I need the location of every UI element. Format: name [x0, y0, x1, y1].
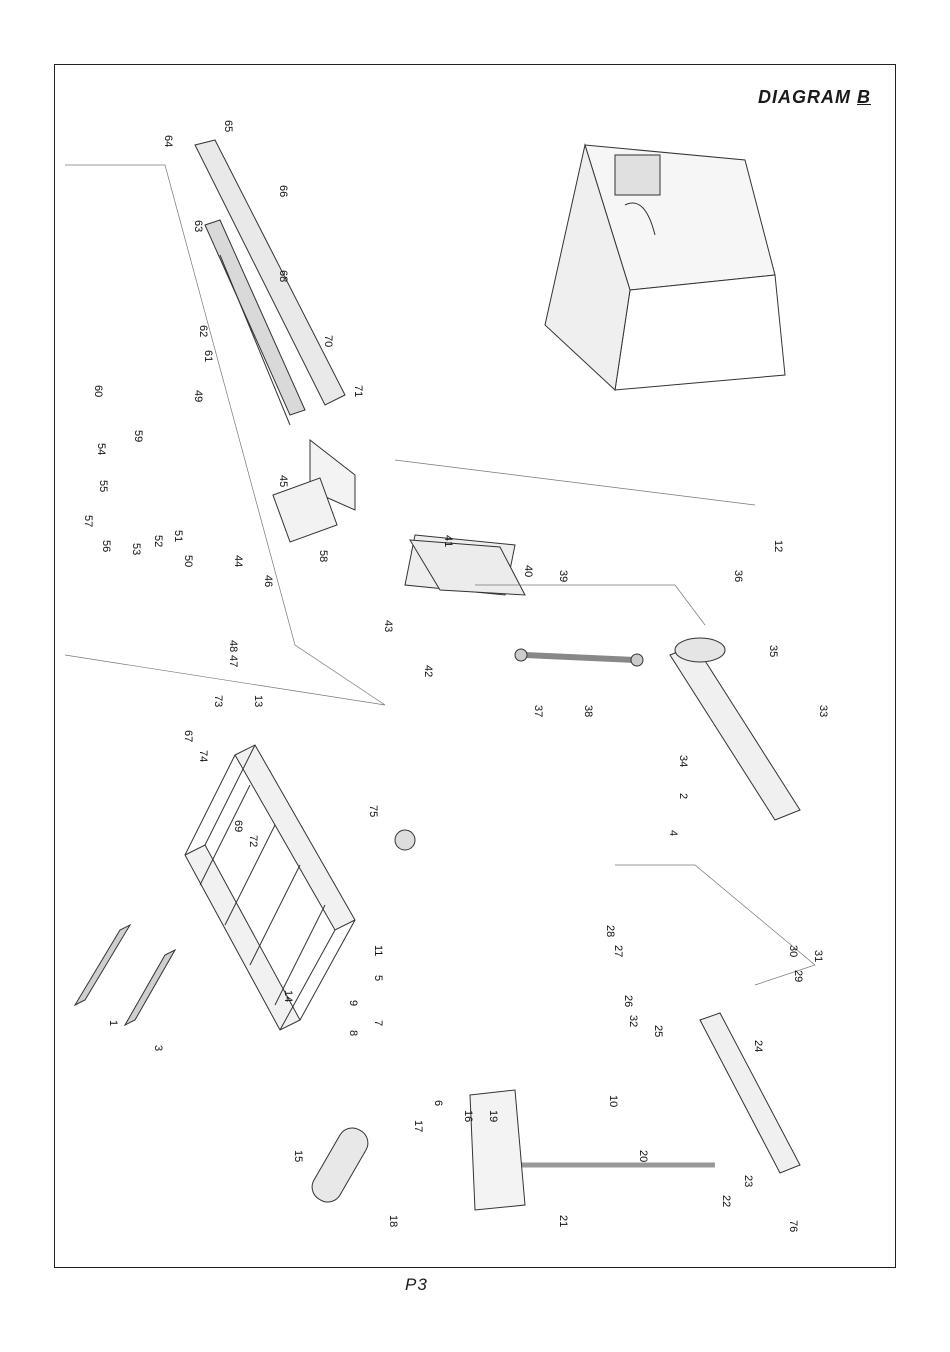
callout-63: 63	[192, 220, 204, 232]
callout-76: 76	[787, 1220, 799, 1232]
callout-56: 56	[100, 540, 112, 552]
fence-rail-assembly	[195, 140, 515, 595]
callout-30: 30	[787, 945, 799, 957]
callout-24: 24	[752, 1040, 764, 1052]
callout-55: 55	[97, 480, 109, 492]
callout-49: 49	[192, 390, 204, 402]
callout-12: 12	[772, 540, 784, 552]
callout-62: 62	[197, 325, 209, 337]
callout-28: 28	[604, 925, 616, 937]
callout-1: 1	[107, 1020, 119, 1026]
callout-70: 70	[322, 335, 334, 347]
callout-11: 11	[372, 945, 384, 956]
roller	[307, 1123, 373, 1207]
callout-42: 42	[422, 665, 434, 677]
callout-29: 29	[792, 970, 804, 982]
callout-65: 65	[222, 120, 234, 132]
callout-7: 7	[372, 1020, 384, 1026]
callout-48: 48	[227, 640, 239, 652]
callout-26: 26	[622, 995, 634, 1007]
callout-34: 34	[677, 755, 689, 767]
callout-5: 5	[372, 975, 384, 981]
callout-35: 35	[767, 645, 779, 657]
callout-22: 22	[720, 1195, 732, 1207]
callout-38: 38	[582, 705, 594, 717]
callout-64: 64	[162, 135, 174, 147]
callout-54: 54	[95, 443, 107, 455]
callout-9: 9	[347, 1000, 359, 1006]
strip-part-3	[125, 950, 175, 1025]
callout-53: 53	[130, 543, 142, 555]
lower-leg	[700, 1013, 800, 1173]
callout-59: 59	[132, 430, 144, 442]
callout-13: 13	[252, 695, 264, 707]
callout-3: 3	[152, 1045, 164, 1051]
callout-67: 67	[182, 730, 194, 742]
callout-37: 37	[532, 705, 544, 717]
callout-36: 36	[732, 570, 744, 582]
callout-60: 60	[92, 385, 104, 397]
callout-45: 45	[277, 475, 289, 487]
callout-71: 71	[352, 385, 364, 397]
callout-57: 57	[82, 515, 94, 527]
callout-6: 6	[432, 1100, 444, 1106]
callout-46: 46	[262, 575, 274, 587]
mounting-plate	[470, 1090, 525, 1210]
callout-75: 75	[367, 805, 379, 817]
shaft	[525, 655, 635, 660]
callout-27: 27	[612, 945, 624, 957]
callout-31: 31	[812, 950, 824, 962]
callout-68: 68	[277, 270, 289, 282]
callout-15: 15	[292, 1150, 304, 1162]
callout-17: 17	[412, 1120, 424, 1132]
callout-51: 51	[172, 530, 184, 542]
callout-4: 4	[667, 830, 679, 836]
callout-69: 69	[232, 820, 244, 832]
callout-18: 18	[387, 1215, 399, 1227]
stand-frame	[185, 745, 415, 1030]
callout-21: 21	[557, 1215, 569, 1227]
callout-50: 50	[182, 555, 194, 567]
callout-40: 40	[522, 565, 534, 577]
callout-33: 33	[817, 705, 829, 717]
page-number: P3	[405, 1275, 428, 1295]
callout-44: 44	[232, 555, 244, 567]
callout-41: 41	[442, 535, 454, 547]
callout-8: 8	[347, 1030, 359, 1036]
callout-73: 73	[212, 695, 224, 707]
callout-19: 19	[487, 1110, 499, 1122]
strip-part-1	[75, 925, 130, 1005]
callout-72: 72	[247, 835, 259, 847]
callout-14: 14	[282, 990, 294, 1002]
callout-20: 20	[637, 1150, 649, 1162]
callout-10: 10	[607, 1095, 619, 1107]
saw-cabinet	[545, 145, 785, 390]
callout-47: 47	[227, 655, 239, 667]
callout-16: 16	[462, 1110, 474, 1122]
callout-52: 52	[152, 535, 164, 547]
callout-61: 61	[202, 350, 214, 362]
callout-66: 66	[277, 185, 289, 197]
callout-2: 2	[677, 793, 689, 799]
callout-32: 32	[627, 1015, 639, 1027]
callout-74: 74	[197, 750, 209, 762]
callout-39: 39	[557, 570, 569, 582]
callout-25: 25	[652, 1025, 664, 1037]
callout-43: 43	[382, 620, 394, 632]
callout-23: 23	[742, 1175, 754, 1187]
callout-58: 58	[317, 550, 329, 562]
